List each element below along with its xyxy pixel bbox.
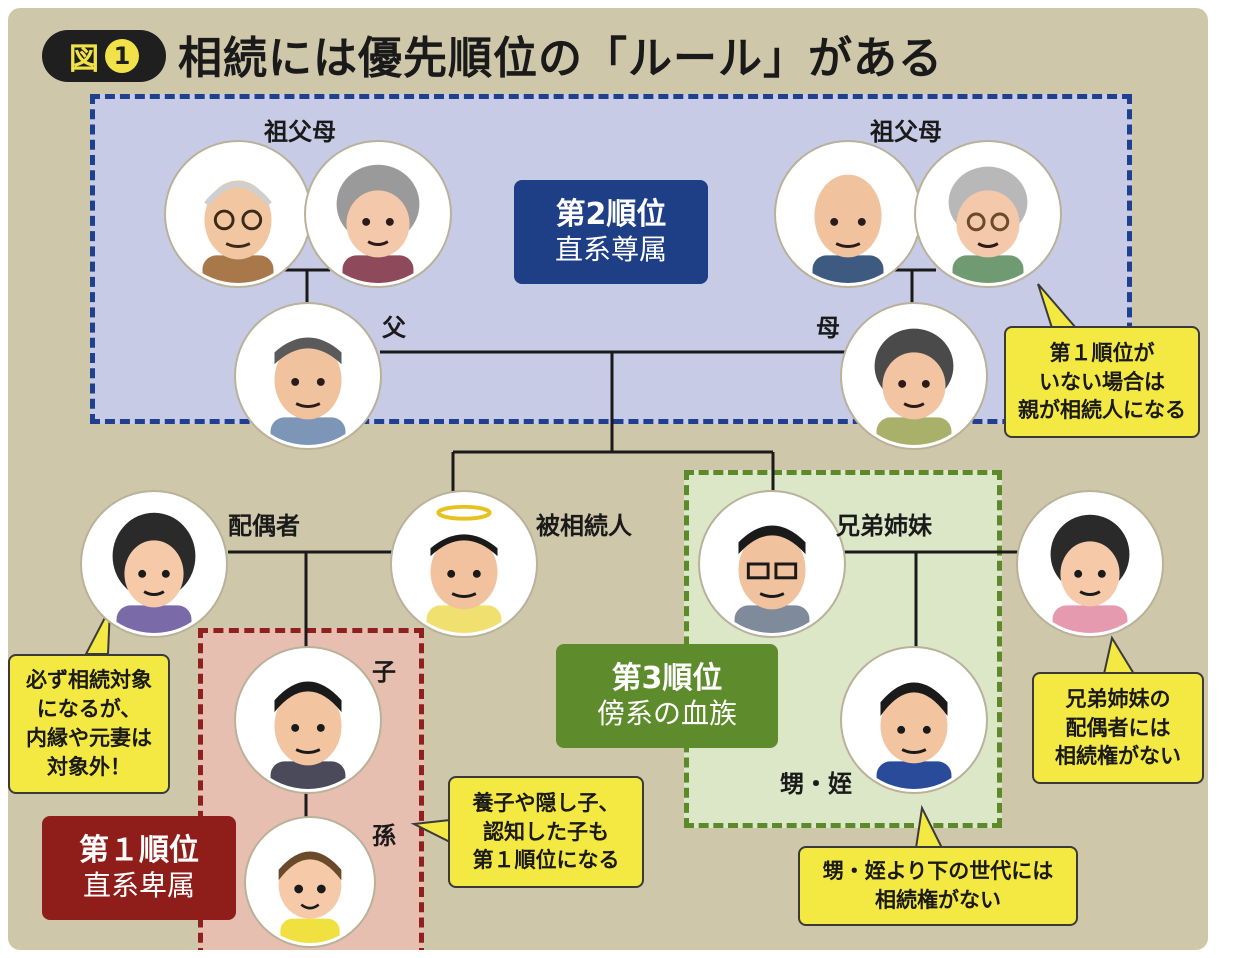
grandfather-face-icon (812, 174, 884, 283)
family-tree-lines (84, 268, 1136, 849)
sibling-face-icon (734, 525, 810, 633)
mother-avatar (842, 304, 986, 448)
label-spouse: 配偶者 (228, 512, 300, 540)
callout-line: 対象外！ (47, 754, 131, 779)
nephew-face-icon (876, 682, 952, 789)
callout-line: いない場合は (1039, 369, 1165, 394)
grandfather-maternal-avatar (776, 142, 920, 286)
nephew-niece-avatar (842, 648, 986, 792)
callout-pointer (410, 818, 451, 844)
callout-pointer (1037, 283, 1079, 329)
deceased-face-icon (426, 504, 502, 633)
callout-line: 配偶者には (1065, 715, 1171, 740)
child-avatar (236, 648, 380, 792)
rank-third-subtitle: 傍系の血族 (596, 697, 737, 731)
label-grandparents-left: 祖父母 (264, 118, 336, 146)
rank-second-subtitle: 直系尊属 (554, 233, 667, 267)
callout-line: 第１順位が (1049, 340, 1155, 365)
rank-first-subtitle: 直系卑属 (82, 869, 195, 903)
grandmother-face-icon (336, 164, 420, 283)
label-nephew-niece: 甥・姪 (780, 770, 852, 798)
callout-nephew-generation: 甥・姪より下の世代には 相続権がない (798, 846, 1078, 926)
sibling-spouse-face-icon (1050, 514, 1130, 633)
label-deceased: 被相続人 (536, 512, 632, 540)
label-siblings: 兄弟姉妹 (836, 512, 932, 540)
sibling-avatar (700, 492, 844, 636)
grandmother-maternal-avatar (916, 142, 1060, 286)
figure-label: 図 (69, 42, 99, 77)
label-father: 父 (382, 314, 406, 342)
label-grandchild: 孫 (372, 822, 396, 850)
diagram-frame: 図 1 相続には優先順位の「ルール」がある (8, 8, 1208, 950)
grandfather-paternal-avatar (166, 142, 310, 286)
grandmother-paternal-avatar (306, 142, 450, 286)
callout-line: 内縁や元妻は (26, 726, 152, 750)
child-face-icon (270, 681, 346, 789)
callout-sibling-spouse: 兄弟姉妹の 配偶者には 相続権がない (1032, 672, 1204, 784)
father-avatar (236, 304, 380, 448)
grandfather-face-icon (202, 180, 274, 283)
callout-adopted-children: 養子や隠し子、 認知した子も 第１順位になる (448, 776, 644, 888)
rank-third-title: 第3順位 (611, 660, 723, 696)
rank-first-label: 第１順位 直系卑属 (42, 816, 236, 920)
rank-first-title: 第１順位 (79, 832, 199, 868)
label-grandparents-right: 祖父母 (870, 118, 942, 146)
callout-line: 養子や隠し子、 (472, 790, 620, 815)
callout-line: 相続権がない (875, 888, 1001, 912)
callout-line: 第１順位になる (472, 848, 620, 873)
callout-parents-inherit: 第１順位が いない場合は 親が相続人になる (1004, 326, 1200, 438)
grandmother-face-icon (948, 166, 1028, 283)
page-title: 相続には優先順位の「ルール」がある (178, 33, 943, 84)
callout-pointer (1102, 635, 1136, 675)
rank-third-label: 第3順位 傍系の血族 (556, 644, 778, 748)
callout-line: 親が相続人になる (1018, 398, 1186, 423)
figure-badge: 図 1 (42, 30, 166, 82)
grandchild-avatar (246, 818, 374, 946)
callout-line: 認知した子も (483, 819, 609, 844)
callout-line: 兄弟姉妹の (1065, 686, 1171, 711)
callout-line: 甥・姪より下の世代には (822, 859, 1054, 884)
callout-line: 相続権がない (1055, 744, 1181, 769)
mother-face-icon (874, 328, 954, 445)
label-child: 子 (372, 658, 396, 686)
spouse-face-icon (112, 512, 196, 633)
figure-number: 1 (105, 39, 139, 73)
grandchild-face-icon (278, 851, 342, 943)
callout-spouse-rule: 必ず相続対象 になるが、 内縁や元妻は 対象外！ (8, 654, 170, 794)
label-mother: 母 (816, 314, 840, 342)
rank-second-title: 第2順位 (555, 196, 667, 232)
callout-pointer (914, 804, 944, 849)
callout-line: 必ず相続対象 (26, 668, 152, 693)
father-face-icon (270, 337, 346, 445)
callout-line: になるが、 (36, 697, 142, 722)
deceased-avatar (392, 492, 536, 636)
spouse-avatar (82, 492, 226, 636)
rank-second-label: 第2順位 直系尊属 (514, 180, 708, 284)
sibling-spouse-avatar (1018, 492, 1162, 636)
